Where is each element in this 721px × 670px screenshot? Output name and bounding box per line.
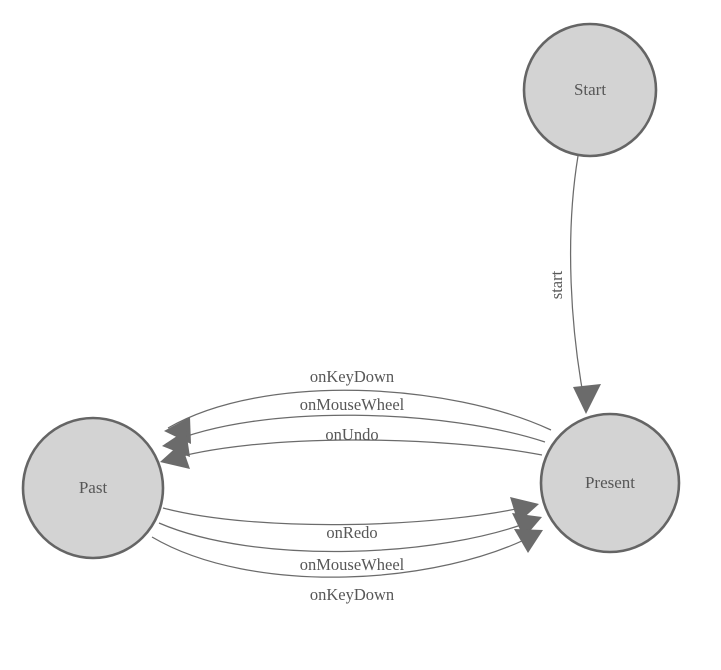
edges-layer xyxy=(151,155,601,578)
edge-line xyxy=(162,504,535,526)
arrowhead-icon xyxy=(573,384,601,414)
edge-line xyxy=(163,439,543,462)
edge-label-edge-present-past-mousewheel: onMouseWheel xyxy=(300,395,405,414)
edge-edge-past-present-redo[interactable] xyxy=(162,497,539,526)
node-label-past: Past xyxy=(79,478,108,497)
edge-edge-present-past-undo[interactable] xyxy=(160,439,543,469)
arrowhead-icon xyxy=(160,443,190,469)
node-circle-start xyxy=(522,22,658,158)
edge-line xyxy=(151,532,539,578)
edge-label-edge-past-present-mousewheel: onMouseWheel xyxy=(300,555,405,574)
edge-line xyxy=(167,389,552,431)
node-present[interactable]: Present xyxy=(539,412,681,554)
node-circle-past xyxy=(21,416,165,560)
edge-edge-start[interactable] xyxy=(569,155,601,414)
node-circle-present xyxy=(539,412,681,554)
edge-label-edge-present-past-keydown: onKeyDown xyxy=(310,367,394,386)
edge-line xyxy=(569,155,587,411)
edge-edge-past-present-keydown[interactable] xyxy=(151,529,543,578)
edge-line xyxy=(165,414,546,445)
node-past[interactable]: Past xyxy=(21,416,165,560)
edge-label-edge-past-present-keydown: onKeyDown xyxy=(310,585,394,604)
node-label-present: Present xyxy=(585,473,635,492)
edge-line xyxy=(158,518,538,553)
edge-label-edge-past-present-redo: onRedo xyxy=(326,523,377,542)
node-label-start: Start xyxy=(574,80,606,99)
edge-label-edge-start: start xyxy=(547,270,566,299)
node-start[interactable]: Start xyxy=(522,22,658,158)
edge-edge-past-present-mousewheel[interactable] xyxy=(158,513,542,553)
edge-label-edge-present-past-undo: onUndo xyxy=(325,425,378,444)
edge-labels-layer: start onKeyDown onMouseWheel onUndo onRedo on… xyxy=(300,270,566,603)
arrowhead-icon xyxy=(514,529,543,553)
arrowhead-icon xyxy=(512,513,542,538)
